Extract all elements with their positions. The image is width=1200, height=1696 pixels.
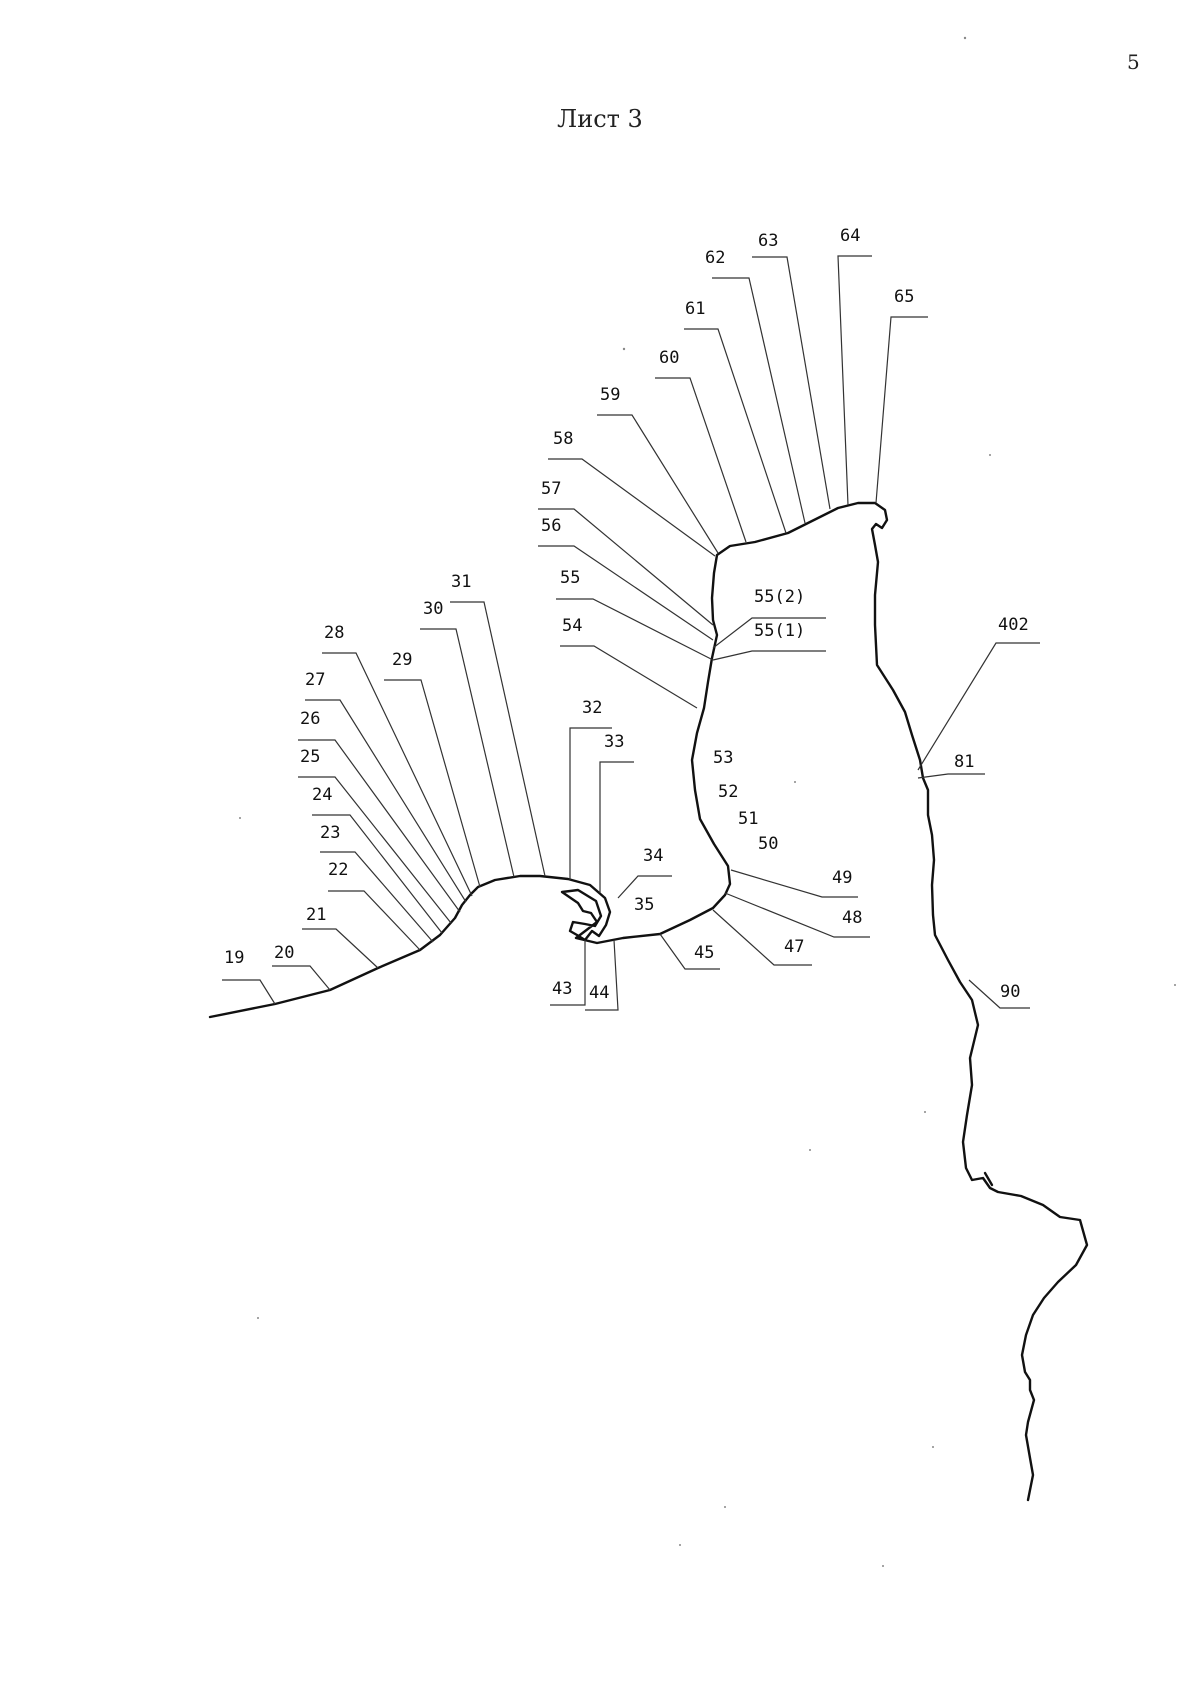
leader-55-2 [712,617,826,649]
label-33: 33 [604,732,624,752]
label-43: 43 [552,979,572,999]
leader-44 [585,939,619,1011]
label-47: 47 [784,937,804,957]
label-55-1: 55(1) [754,621,805,641]
leader-33 [599,761,634,893]
label-56: 56 [541,516,561,536]
leader-55 [556,598,714,661]
leader-23 [320,851,434,943]
leader-55-1 [712,650,826,661]
leader-28 [322,652,473,897]
leader-25 [298,776,452,924]
leader-27 [305,699,467,903]
leader-20 [272,965,331,991]
leader-45 [659,933,720,970]
sheet-title: Лист 3 [557,105,643,133]
label-27: 27 [305,670,325,690]
label-48: 48 [842,908,862,928]
label-45: 45 [694,943,714,963]
leader-32 [569,727,612,880]
label-53: 53 [713,748,733,768]
leader-19 [222,979,276,1005]
label-32: 32 [582,698,602,718]
label-23: 23 [320,823,340,843]
label-61: 61 [685,299,705,319]
leader-61 [684,328,787,534]
leader-81 [917,773,985,779]
leader-34 [617,875,672,899]
label-25: 25 [300,747,320,767]
label-90: 90 [1000,982,1020,1002]
label-52: 52 [718,782,738,802]
label-81: 81 [954,752,974,772]
leader-47 [712,909,812,966]
leader-48 [724,892,870,938]
leader-49 [730,869,858,898]
label-30: 30 [423,599,443,619]
leader-lines [222,255,1040,1011]
label-24: 24 [312,785,332,805]
label-63: 63 [758,231,778,251]
leader-402 [917,642,1040,771]
label-65: 65 [894,287,914,307]
label-62: 62 [705,248,725,268]
label-59: 59 [600,385,620,405]
leader-60 [655,377,747,543]
coastline-notch [983,1171,994,1187]
leader-21 [302,928,379,969]
label-31: 31 [451,572,471,592]
leader-26 [298,739,461,913]
label-54: 54 [562,616,582,636]
leader-30 [420,628,515,878]
leader-43 [550,940,586,1006]
leader-65 [875,316,928,504]
page-number: 5 [1127,50,1140,74]
point-labels: 19 20 21 22 23 24 25 26 27 28 29 30 31 3… [224,226,1029,1003]
label-44: 44 [589,983,609,1003]
label-20: 20 [274,943,294,963]
label-26: 26 [300,709,320,729]
label-29: 29 [392,650,412,670]
label-35: 35 [634,895,654,915]
label-58: 58 [553,429,573,449]
leader-31 [450,601,546,877]
leader-59 [597,414,719,554]
leader-90 [968,979,1030,1009]
label-51: 51 [738,809,758,829]
label-22: 22 [328,860,348,880]
scan-specks [239,36,1176,1567]
label-50: 50 [758,834,778,854]
label-34: 34 [643,846,663,866]
leader-62 [712,277,806,524]
label-64: 64 [840,226,860,246]
leader-58 [548,458,716,557]
label-402: 402 [998,615,1029,635]
label-55-2: 55(2) [754,587,805,607]
label-60: 60 [659,348,679,368]
label-19: 19 [224,948,244,968]
label-55: 55 [560,568,580,588]
label-57: 57 [541,479,561,499]
leader-24 [312,814,443,934]
label-21: 21 [306,905,326,925]
leader-22 [328,890,421,951]
leader-64 [837,255,872,506]
label-28: 28 [324,623,344,643]
label-49: 49 [832,868,852,888]
leader-56 [538,545,714,641]
leader-57 [538,508,714,626]
leader-63 [752,256,831,510]
leader-29 [384,679,481,888]
leader-54 [560,645,698,709]
coastline [208,501,1089,1502]
